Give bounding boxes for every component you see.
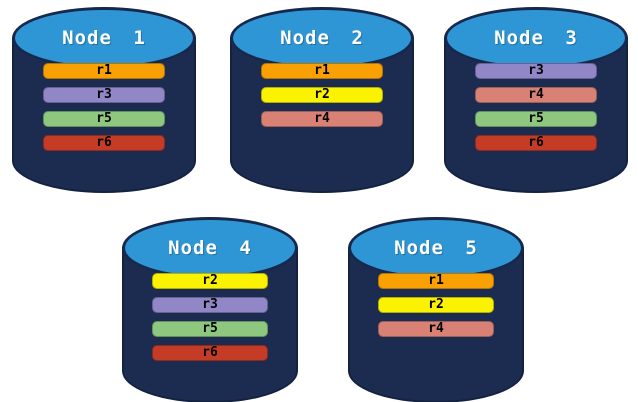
node-title: Node 1: [62, 27, 146, 49]
cylinder-top-ellipse: Node 4: [122, 217, 298, 279]
node-title: Node 5: [394, 237, 478, 259]
node-title: Node 4: [168, 237, 252, 259]
replica-bar-r4: r4: [377, 321, 495, 337]
node-title: Node 2: [280, 27, 364, 49]
replica-bar-r2: r2: [261, 87, 383, 103]
replica-bar-r4: r4: [261, 111, 383, 127]
replica-bars-container: r2 r3 r5 r6: [122, 273, 298, 361]
replica-bar-r5: r5: [43, 111, 165, 127]
replica-bars-container: r1 r3 r5 r6: [12, 63, 196, 151]
replica-bar-r3: r3: [43, 87, 165, 103]
node-4-cylinder: Node 4 r2 r3 r5 r6: [122, 217, 298, 402]
replica-bars-container: r1 r2 r4: [230, 63, 414, 127]
replica-bar-r4: r4: [475, 87, 597, 103]
replica-bar-r5: r5: [475, 111, 597, 127]
replica-bars-container: r1 r2 r4: [348, 273, 524, 337]
replica-bar-r1: r1: [377, 273, 495, 289]
node-title: Node 3: [494, 27, 578, 49]
node-1-cylinder: Node 1 r1 r3 r5 r6: [12, 7, 196, 193]
cylinder-top-ellipse: Node 2: [230, 7, 414, 69]
cylinder-top-ellipse: Node 1: [12, 7, 196, 69]
cylinder-top-ellipse: Node 3: [444, 7, 628, 69]
cylinder-top-ellipse: Node 5: [348, 217, 524, 279]
replica-bar-r1: r1: [43, 63, 165, 79]
node-2-cylinder: Node 2 r1 r2 r4: [230, 7, 414, 193]
node-5-cylinder: Node 5 r1 r2 r4: [348, 217, 524, 402]
replica-bar-r6: r6: [151, 345, 269, 361]
replica-bar-r6: r6: [475, 135, 597, 151]
replica-bars-container: r3 r4 r5 r6: [444, 63, 628, 151]
replica-bar-r1: r1: [261, 63, 383, 79]
replica-bar-r6: r6: [43, 135, 165, 151]
replica-bar-r3: r3: [475, 63, 597, 79]
replica-bar-r5: r5: [151, 321, 269, 337]
replica-bar-r3: r3: [151, 297, 269, 313]
replica-bar-r2: r2: [377, 297, 495, 313]
node-3-cylinder: Node 3 r3 r4 r5 r6: [444, 7, 628, 193]
replica-bar-r2: r2: [151, 273, 269, 289]
